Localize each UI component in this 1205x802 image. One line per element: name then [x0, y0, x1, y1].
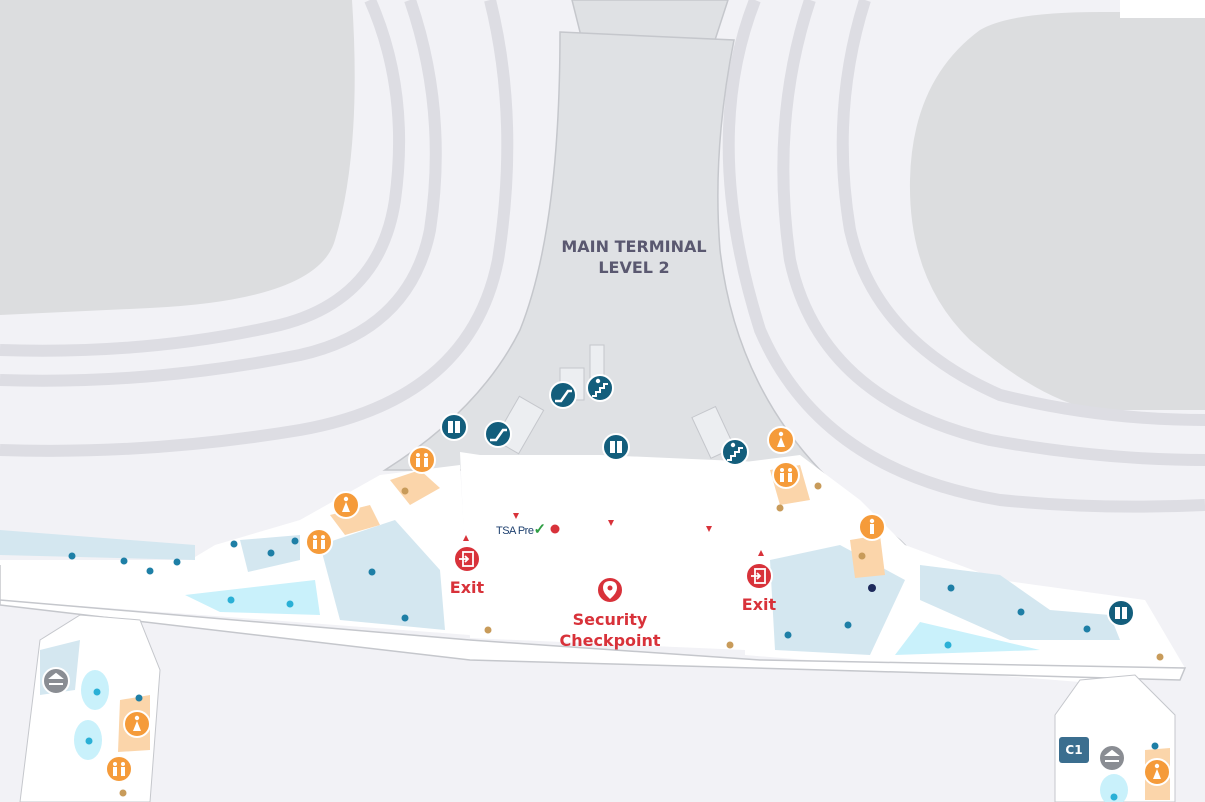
terminal-name: MAIN TERMINAL	[561, 237, 707, 256]
baggage-claim-icon[interactable]	[42, 667, 70, 695]
left-building	[0, 0, 355, 315]
right-building-top	[1120, 0, 1205, 18]
exit-label-right[interactable]: Exit	[741, 595, 777, 614]
restroom-icon[interactable]	[772, 461, 800, 489]
main-corridor	[0, 565, 1187, 681]
security-line-2: Checkpoint	[559, 631, 661, 650]
restroom-icon[interactable]	[767, 426, 795, 454]
security-line-1: Security	[572, 610, 648, 629]
terminal-level: LEVEL 2	[598, 258, 670, 277]
security-markers	[463, 513, 764, 556]
exit-label-left[interactable]: Exit	[449, 578, 485, 597]
stairs-icon[interactable]	[721, 438, 749, 466]
escalator-icon[interactable]	[484, 420, 512, 448]
tsa-precheck-label[interactable]: TSA Pre✓	[496, 520, 546, 538]
restroom-icon[interactable]	[123, 710, 151, 738]
restroom-icon[interactable]	[305, 528, 333, 556]
tsa-text: TSA Pre	[496, 525, 534, 537]
escalator-icon[interactable]	[549, 381, 577, 409]
gate-dots	[68, 537, 1159, 801]
restroom-icon[interactable]	[1143, 758, 1171, 786]
stairs-icon[interactable]	[586, 374, 614, 402]
restroom-icon[interactable]	[332, 491, 360, 519]
security-checkpoint-label[interactable]: Security Checkpoint	[540, 609, 680, 651]
check-icon: ✓	[533, 521, 546, 538]
elevator-icon[interactable]	[440, 413, 468, 441]
left-ramp-roads	[0, 0, 514, 457]
elevator-icon[interactable]	[1107, 599, 1135, 627]
security-hall	[460, 452, 760, 650]
exit-icon[interactable]	[745, 562, 773, 590]
baggage-claim-icon[interactable]	[1098, 744, 1126, 772]
security-checkpoint-icon[interactable]	[596, 576, 624, 604]
terminal-label: MAIN TERMINAL LEVEL 2	[534, 236, 734, 278]
gate-badge-c1[interactable]: C1	[1059, 737, 1089, 763]
elevator-icon[interactable]	[602, 433, 630, 461]
restroom-icon[interactable]	[408, 446, 436, 474]
amenity-dots	[119, 482, 1164, 797]
right-building	[909, 12, 1205, 410]
restroom-icon[interactable]	[105, 755, 133, 783]
right-ramp-roads	[722, 0, 1205, 513]
exit-icon[interactable]	[453, 545, 481, 573]
restroom-icon[interactable]	[858, 513, 886, 541]
